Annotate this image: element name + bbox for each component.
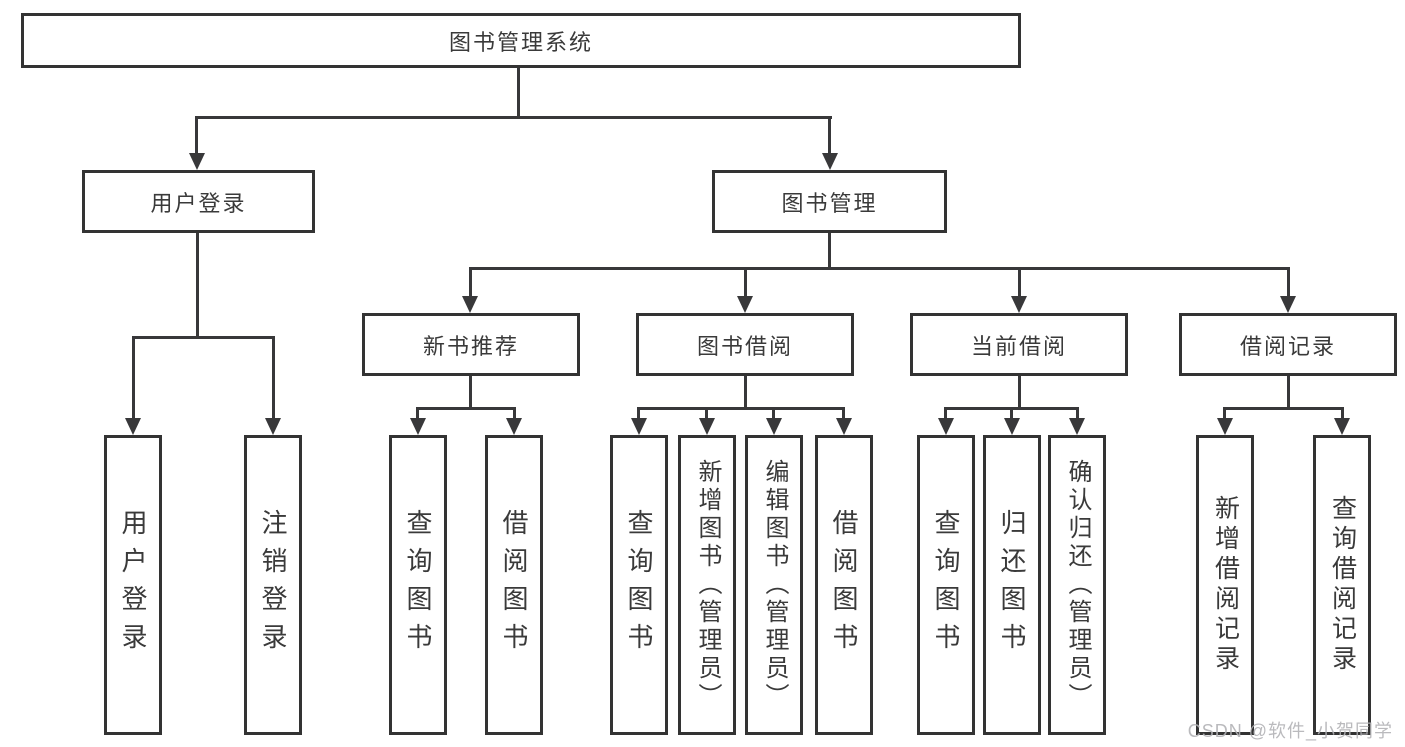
leaf-logout-label: 注销登录 <box>258 509 288 661</box>
connector-new-book-down <box>469 376 472 407</box>
connector-book-mgmt-stem <box>828 116 831 153</box>
arrowhead-bb-leaf4 <box>836 418 852 435</box>
connector-borrowing-down <box>744 376 747 407</box>
node-new-book-recommend-label: 新书推荐 <box>422 333 519 359</box>
arrowhead-records <box>1280 296 1296 313</box>
connector-new-book-bar <box>416 407 516 410</box>
leaf-return-books: 归还图书 <box>983 435 1041 735</box>
arrowhead-book-mgmt <box>822 153 838 170</box>
connector-new-book-stem <box>469 267 472 296</box>
connector-records-stem <box>1287 267 1290 296</box>
arrowhead-cb-leaf1 <box>938 418 954 435</box>
leaf-add-borrow-record-label: 新增借阅记录 <box>1211 495 1240 675</box>
arrowhead-new-book <box>462 296 478 313</box>
node-current-borrowing-label: 当前借阅 <box>970 333 1067 359</box>
leaf-user-login-label: 用户登录 <box>118 509 148 661</box>
leaf-confirm-return-admin-label: 确认归还（管理员） <box>1064 459 1091 711</box>
connector-root-stem <box>517 68 520 116</box>
node-user-login-label: 用户登录 <box>150 190 247 216</box>
connector-user-login-stem <box>195 116 198 153</box>
connector-bb-leaf4-stem <box>842 407 845 418</box>
leaf-search-books-current: 查询图书 <box>917 435 975 735</box>
leaf-return-books-label: 归还图书 <box>997 509 1027 661</box>
node-book-borrowing: 图书借阅 <box>636 313 854 376</box>
node-root: 图书管理系统 <box>21 13 1021 68</box>
connector-root-bar <box>195 116 832 119</box>
connector-leaf-login-stem <box>132 336 135 418</box>
leaf-add-borrow-record: 新增借阅记录 <box>1196 435 1254 735</box>
connector-bb-leaf3-stem <box>772 407 775 418</box>
leaf-search-borrow-record-label: 查询借阅记录 <box>1328 495 1357 675</box>
node-current-borrowing: 当前借阅 <box>910 313 1128 376</box>
arrowhead-cb-leaf2 <box>1004 418 1020 435</box>
node-book-management: 图书管理 <box>712 170 947 233</box>
connector-current-stem <box>1018 267 1021 296</box>
leaf-borrow-books-borrowing: 借阅图书 <box>815 435 873 735</box>
node-new-book-recommend: 新书推荐 <box>362 313 580 376</box>
leaf-user-login: 用户登录 <box>104 435 162 735</box>
connector-book-mgmt-bar <box>469 267 1290 270</box>
arrowhead-bb-leaf3 <box>766 418 782 435</box>
leaf-add-book-admin: 新增图书（管理员） <box>678 435 736 735</box>
connector-borrowing-stem <box>744 267 747 296</box>
connector-user-login-down <box>196 233 199 336</box>
arrowhead-borrowing <box>737 296 753 313</box>
leaf-add-book-admin-label: 新增图书（管理员） <box>694 459 721 711</box>
arrowhead-leaf-login <box>125 418 141 435</box>
node-book-management-label: 图书管理 <box>781 190 878 216</box>
arrowhead-br-leaf2 <box>1334 418 1350 435</box>
connector-nb-leaf1-stem <box>416 407 419 418</box>
arrowhead-user-login <box>189 153 205 170</box>
leaf-search-books-current-label: 查询图书 <box>931 509 961 661</box>
leaf-search-books-borrowing-label: 查询图书 <box>624 509 654 661</box>
arrowhead-current <box>1011 296 1027 313</box>
leaf-search-books-recommend: 查询图书 <box>389 435 447 735</box>
connector-current-down <box>1018 376 1021 407</box>
node-borrowing-records-label: 借阅记录 <box>1239 333 1336 359</box>
leaf-borrow-books-recommend-label: 借阅图书 <box>499 509 529 661</box>
connector-records-down <box>1287 376 1290 407</box>
connector-cb-leaf1-stem <box>944 407 947 418</box>
csdn-watermark: CSDN @软件_小贺同学 <box>1187 721 1393 741</box>
leaf-logout: 注销登录 <box>244 435 302 735</box>
connector-nb-leaf2-stem <box>513 407 516 418</box>
connector-br-leaf1-stem <box>1223 407 1226 418</box>
node-user-login: 用户登录 <box>82 170 315 233</box>
connector-borrowing-bar <box>637 407 845 410</box>
leaf-search-books-borrowing: 查询图书 <box>610 435 668 735</box>
leaf-borrow-books-borrowing-label: 借阅图书 <box>829 509 859 661</box>
leaf-borrow-books-recommend: 借阅图书 <box>485 435 543 735</box>
connector-cb-leaf3-stem <box>1076 407 1079 418</box>
arrowhead-br-leaf1 <box>1217 418 1233 435</box>
arrowhead-bb-leaf1 <box>631 418 647 435</box>
connector-bb-leaf1-stem <box>637 407 640 418</box>
node-borrowing-records: 借阅记录 <box>1179 313 1397 376</box>
arrowhead-leaf-logout <box>265 418 281 435</box>
connector-user-login-bar <box>132 336 275 339</box>
connector-book-mgmt-down <box>828 233 831 270</box>
arrowhead-bb-leaf2 <box>699 418 715 435</box>
leaf-search-books-recommend-label: 查询图书 <box>403 509 433 661</box>
connector-records-bar <box>1223 407 1344 410</box>
node-root-label: 图书管理系统 <box>448 29 593 55</box>
leaf-edit-book-admin-label: 编辑图书（管理员） <box>761 459 788 711</box>
connector-cb-leaf2-stem <box>1010 407 1013 418</box>
connector-br-leaf2-stem <box>1341 407 1344 418</box>
arrowhead-nb-leaf2 <box>506 418 522 435</box>
leaf-confirm-return-admin: 确认归还（管理员） <box>1048 435 1106 735</box>
arrowhead-cb-leaf3 <box>1069 418 1085 435</box>
leaf-edit-book-admin: 编辑图书（管理员） <box>745 435 803 735</box>
leaf-search-borrow-record: 查询借阅记录 <box>1313 435 1371 735</box>
arrowhead-nb-leaf1 <box>410 418 426 435</box>
connector-leaf-logout-stem <box>272 336 275 418</box>
connector-bb-leaf2-stem <box>705 407 708 418</box>
node-book-borrowing-label: 图书借阅 <box>696 333 793 359</box>
